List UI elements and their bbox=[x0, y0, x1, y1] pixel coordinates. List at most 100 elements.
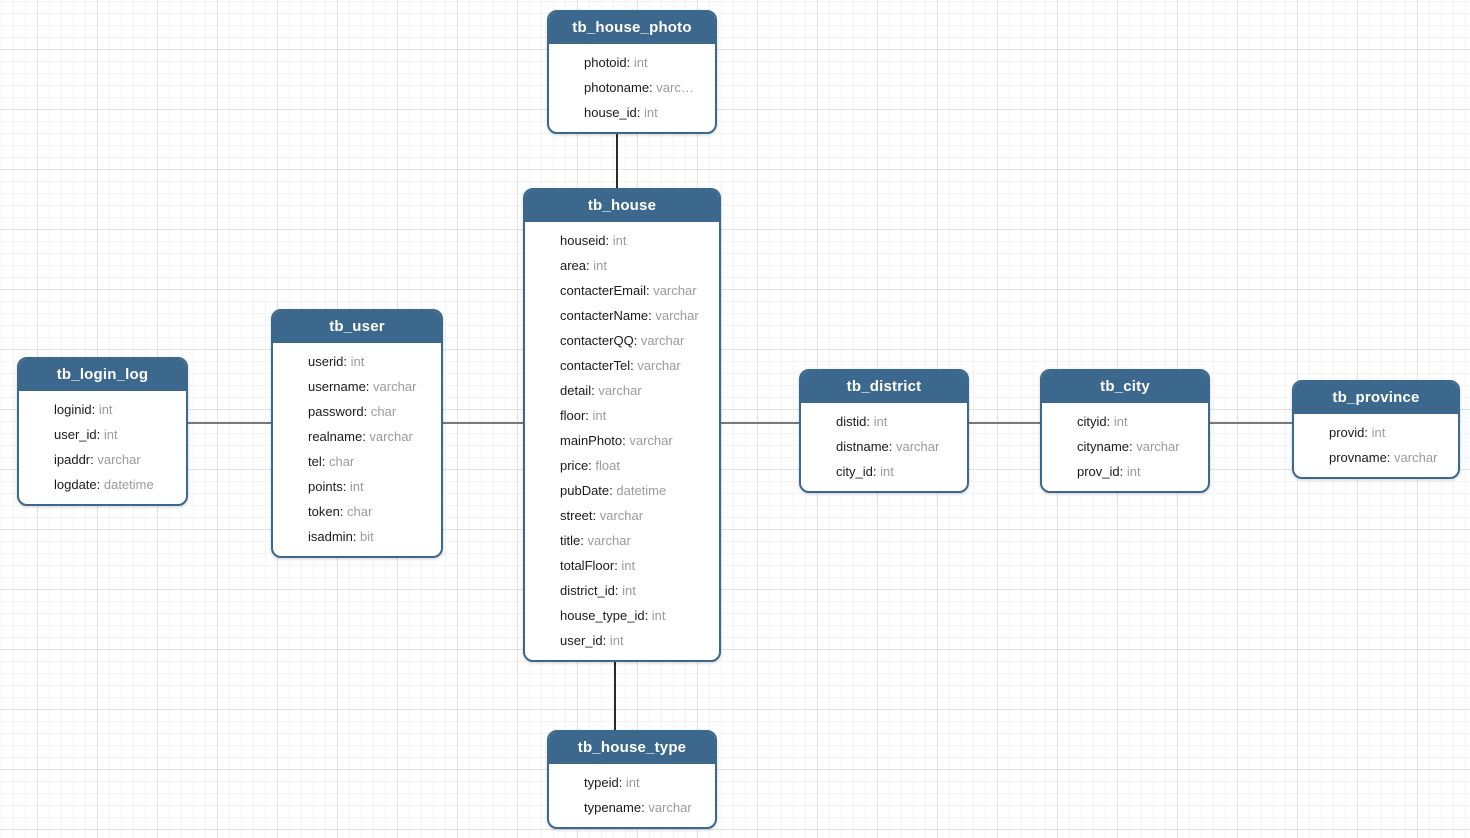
field-row[interactable]: photoname: varc… bbox=[584, 75, 707, 100]
field-row[interactable]: user_id: int bbox=[54, 422, 178, 447]
field-row[interactable]: points: int bbox=[308, 474, 433, 499]
field-row[interactable]: isadmin: bit bbox=[308, 524, 433, 549]
field-row[interactable]: totalFloor: int bbox=[560, 553, 711, 578]
field-type: varchar bbox=[1394, 450, 1438, 465]
field-row[interactable]: district_id: int bbox=[560, 578, 711, 603]
field-type: varchar bbox=[587, 533, 631, 548]
field-name: city_id: bbox=[836, 464, 881, 479]
field-name: prov_id: bbox=[1077, 464, 1127, 479]
relationship-connector-tb_house-tb_district[interactable] bbox=[719, 422, 800, 424]
relationship-connector-tb_login_log-tb_user[interactable] bbox=[188, 422, 272, 424]
entity-table-title: tb_city bbox=[1100, 378, 1150, 395]
entity-table-tb-district[interactable]: tb_district distid: int distname: varcha… bbox=[799, 369, 969, 493]
field-row[interactable]: house_type_id: int bbox=[560, 603, 711, 628]
field-type: varchar bbox=[655, 308, 699, 323]
field-row[interactable]: cityid: int bbox=[1077, 409, 1200, 434]
field-row[interactable]: password: char bbox=[308, 399, 433, 424]
entity-table-header[interactable]: tb_city bbox=[1042, 371, 1208, 403]
entity-table-header[interactable]: tb_user bbox=[273, 311, 441, 343]
field-row[interactable]: contacterTel: varchar bbox=[560, 353, 711, 378]
field-row[interactable]: contacterQQ: varchar bbox=[560, 328, 711, 353]
field-type: datetime bbox=[103, 477, 154, 492]
field-type: int bbox=[622, 583, 636, 598]
entity-table-title: tb_house_photo bbox=[572, 19, 692, 36]
field-row[interactable]: houseid: int bbox=[560, 228, 711, 253]
field-row[interactable]: tel: char bbox=[308, 449, 433, 474]
field-row[interactable]: ipaddr: varchar bbox=[54, 447, 178, 472]
field-type: varc… bbox=[656, 80, 694, 95]
entity-table-header[interactable]: tb_house bbox=[525, 190, 719, 222]
field-row[interactable]: typeid: int bbox=[584, 770, 707, 795]
entity-table-header[interactable]: tb_house_photo bbox=[549, 12, 715, 44]
field-type: varchar bbox=[895, 439, 940, 454]
field-name: photoname: bbox=[584, 80, 657, 95]
field-row[interactable]: pubDate: datetime bbox=[560, 478, 711, 503]
entity-table-fields: typeid: int typename: varchar bbox=[549, 764, 715, 827]
field-row[interactable]: provname: varchar bbox=[1329, 445, 1450, 470]
field-row[interactable]: logdate: datetime bbox=[54, 472, 178, 497]
field-type: int bbox=[349, 479, 364, 494]
field-row[interactable]: contacterName: varchar bbox=[560, 303, 711, 328]
field-row[interactable]: distid: int bbox=[836, 409, 959, 434]
field-type: float bbox=[595, 458, 620, 473]
field-type: int bbox=[633, 55, 648, 70]
entity-table-fields: houseid: int area: int contacterEmail: v… bbox=[525, 222, 719, 660]
entity-table-tb-house[interactable]: tb_house houseid: int area: int contacte… bbox=[523, 188, 721, 662]
field-name: mainPhoto: bbox=[560, 433, 630, 448]
field-name: typename: bbox=[584, 800, 649, 815]
entity-table-header[interactable]: tb_login_log bbox=[19, 359, 186, 391]
field-row[interactable]: detail: varchar bbox=[560, 378, 711, 403]
entity-table-title: tb_district bbox=[846, 378, 922, 395]
relationship-connector-tb_district-tb_city[interactable] bbox=[967, 422, 1041, 424]
field-row[interactable]: token: char bbox=[308, 499, 433, 524]
field-row[interactable]: price: float bbox=[560, 453, 711, 478]
field-row[interactable]: username: varchar bbox=[308, 374, 433, 399]
field-name: detail: bbox=[560, 383, 599, 398]
field-row[interactable]: street: varchar bbox=[560, 503, 711, 528]
entity-table-tb-province[interactable]: tb_province provid: int provname: varcha… bbox=[1292, 380, 1460, 479]
field-row[interactable]: area: int bbox=[560, 253, 711, 278]
field-row[interactable]: userid: int bbox=[308, 349, 433, 374]
entity-table-tb-login-log[interactable]: tb_login_log loginid: int user_id: int i… bbox=[17, 357, 188, 506]
relationship-connector-tb_user-tb_house[interactable] bbox=[441, 422, 524, 424]
field-row[interactable]: realname: varchar bbox=[308, 424, 433, 449]
field-row[interactable]: user_id: int bbox=[560, 628, 711, 653]
entity-table-tb-city[interactable]: tb_city cityid: int cityname: varchar pr… bbox=[1040, 369, 1210, 493]
field-name: house_id: bbox=[584, 105, 644, 120]
entity-table-tb-user[interactable]: tb_user userid: int username: varchar pa… bbox=[271, 309, 443, 558]
entity-table-tb-house-type[interactable]: tb_house_type typeid: int typename: varc… bbox=[547, 730, 717, 829]
field-row[interactable]: prov_id: int bbox=[1077, 459, 1200, 484]
field-type: int bbox=[593, 258, 607, 273]
field-type: varchar bbox=[629, 433, 673, 448]
field-type: varchar bbox=[637, 358, 681, 373]
field-name: user_id: bbox=[54, 427, 104, 442]
field-row[interactable]: photoid: int bbox=[584, 50, 707, 75]
field-row[interactable]: house_id: int bbox=[584, 100, 707, 125]
relationship-connector-tb_house_photo-tb_house[interactable] bbox=[616, 131, 618, 189]
entity-table-header[interactable]: tb_district bbox=[801, 371, 967, 403]
field-name: floor: bbox=[560, 408, 593, 423]
field-row[interactable]: city_id: int bbox=[836, 459, 959, 484]
field-row[interactable]: contacterEmail: varchar bbox=[560, 278, 711, 303]
field-row[interactable]: mainPhoto: varchar bbox=[560, 428, 711, 453]
field-name: title: bbox=[560, 533, 588, 548]
entity-table-title: tb_user bbox=[329, 318, 385, 335]
relationship-connector-tb_city-tb_province[interactable] bbox=[1208, 422, 1293, 424]
field-type: char bbox=[347, 504, 373, 519]
field-type: int bbox=[609, 633, 624, 648]
field-row[interactable]: floor: int bbox=[560, 403, 711, 428]
entity-table-tb-house-photo[interactable]: tb_house_photo photoid: int photoname: v… bbox=[547, 10, 717, 134]
field-type: bit bbox=[360, 529, 374, 544]
field-row[interactable]: distname: varchar bbox=[836, 434, 959, 459]
field-row[interactable]: loginid: int bbox=[54, 397, 178, 422]
field-row[interactable]: typename: varchar bbox=[584, 795, 707, 820]
field-row[interactable]: title: varchar bbox=[560, 528, 711, 553]
entity-table-header[interactable]: tb_house_type bbox=[549, 732, 715, 764]
field-row[interactable]: cityname: varchar bbox=[1077, 434, 1200, 459]
field-type: int bbox=[880, 464, 894, 479]
field-type: int bbox=[98, 402, 113, 417]
field-row[interactable]: provid: int bbox=[1329, 420, 1450, 445]
relationship-connector-tb_house-tb_house_type[interactable] bbox=[614, 662, 616, 731]
entity-table-header[interactable]: tb_province bbox=[1294, 382, 1458, 414]
